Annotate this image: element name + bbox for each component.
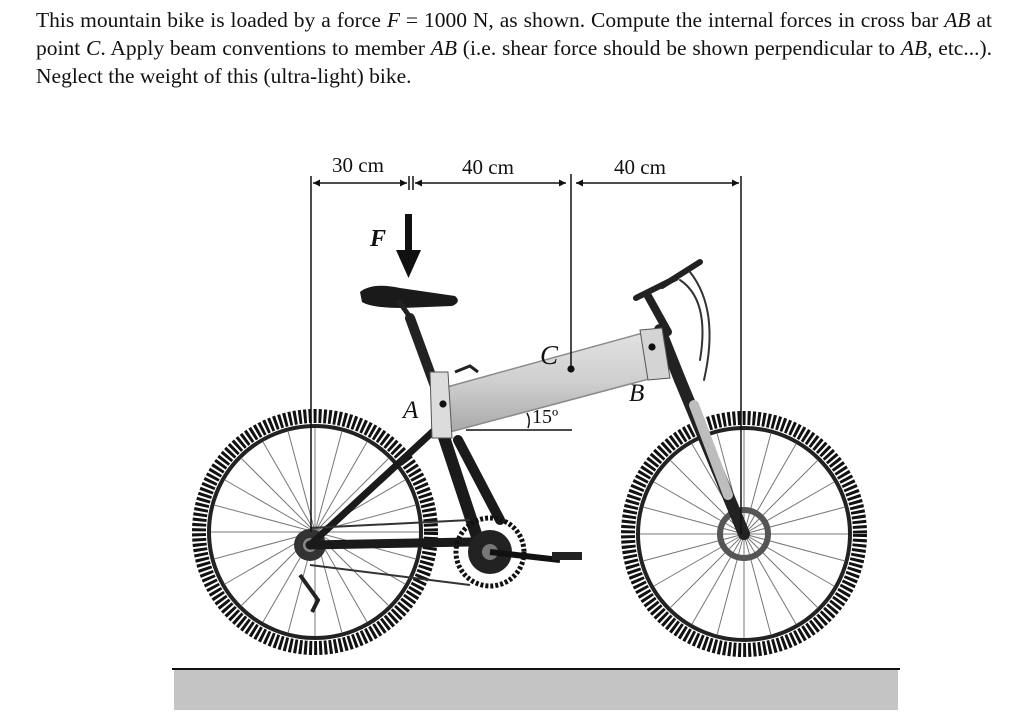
- problem-statement: This mountain bike is loaded by a force …: [36, 6, 992, 90]
- member-symbol: AB: [430, 36, 457, 60]
- member-symbol: AB: [900, 36, 928, 60]
- dimension-label-40cm-left: 40 cm: [462, 155, 514, 179]
- dimension-lines: [310, 174, 742, 534]
- force-symbol: F: [386, 8, 400, 32]
- point-b-label: B: [629, 380, 644, 407]
- front-fork: [633, 259, 750, 540]
- dimension-label-30cm: 30 cm: [332, 153, 384, 177]
- problem-text-part: This mountain bike is loaded by a force: [36, 8, 387, 32]
- angle-label: 15º: [532, 406, 558, 428]
- problem-text-part: , etc...). Neglect the weight of this (u…: [36, 36, 993, 88]
- point-c-label: C: [540, 340, 559, 370]
- rear-wheel: [192, 409, 438, 655]
- ground: [172, 668, 900, 710]
- problem-text-part: (i.e. shear force should be shown perpen…: [457, 36, 901, 60]
- member-symbol: AB: [944, 8, 971, 32]
- problem-text-part: = 1000 N, as shown. Compute the internal…: [399, 8, 945, 32]
- point-a-label: A: [401, 397, 419, 424]
- point-c-dot: [567, 365, 575, 373]
- problem-text-part: at point: [36, 8, 992, 60]
- drivetrain: [298, 515, 582, 613]
- dimension-label-40cm-right: 40 cm: [614, 155, 666, 179]
- front-wheel: [621, 411, 867, 657]
- problem-text-part: . Apply beam conventions to member: [100, 36, 431, 60]
- point-b-dot: [648, 343, 656, 351]
- point-a-dot: [439, 400, 447, 408]
- force-label: F: [369, 226, 386, 252]
- force-arrow: [396, 214, 421, 278]
- point-symbol: C: [86, 36, 101, 60]
